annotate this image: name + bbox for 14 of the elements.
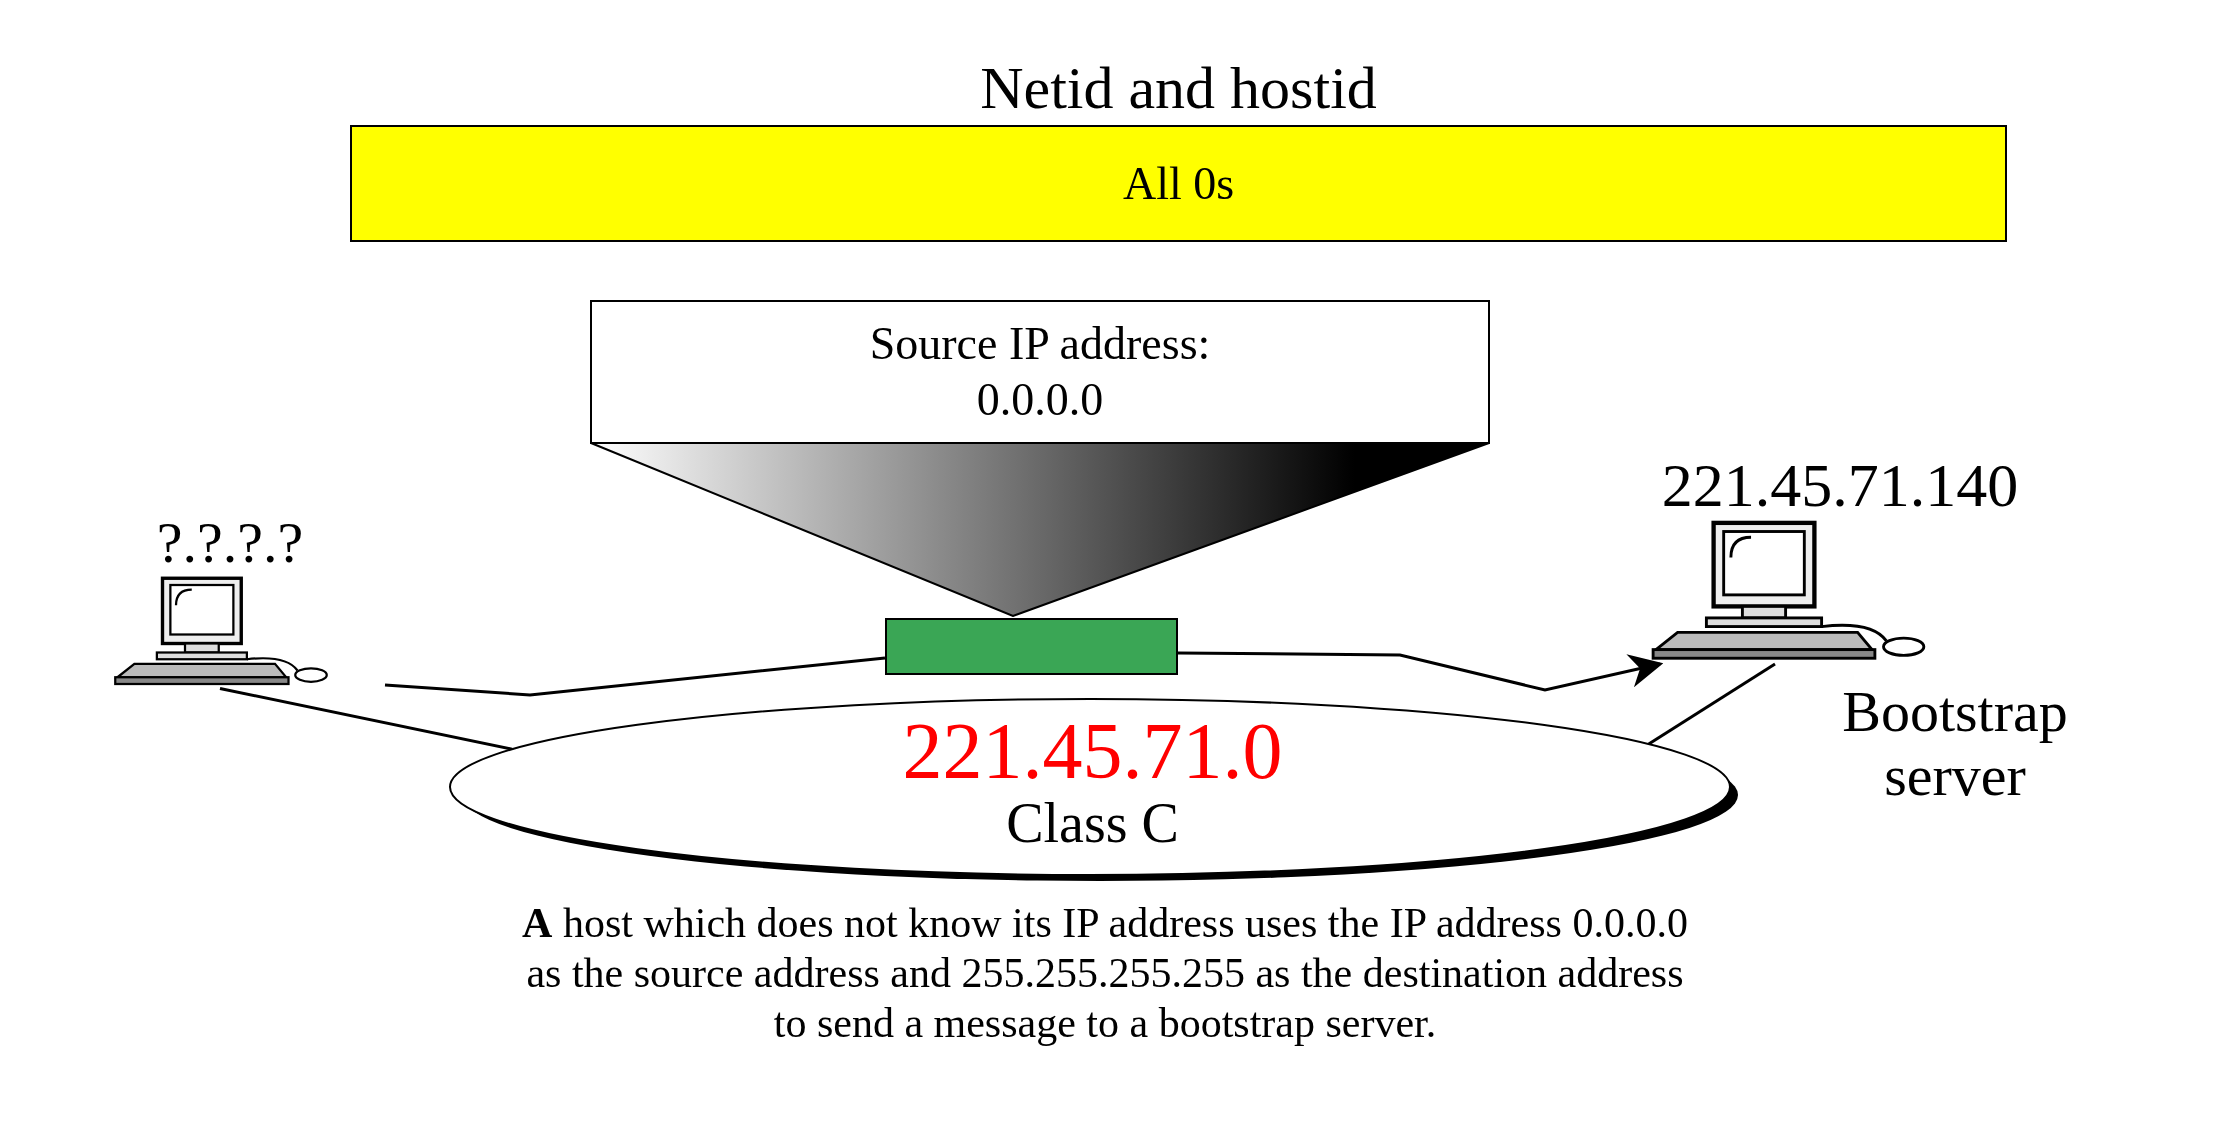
caption: A host which does not know its IP address uses the IP address 0.0.0.0 as the source address and 255.255.255.255 as the destination address to send a message to a bootstrap server. <box>521 899 1689 1048</box>
connector-line <box>219 687 513 751</box>
connector-line <box>1647 662 1776 746</box>
packet-bar <box>885 618 1178 675</box>
server-label: Bootstrap server <box>1841 680 2069 808</box>
class-label: Class C <box>1005 793 1180 853</box>
network-address: 221.45.71.0 <box>901 709 1284 793</box>
callout-text: Source IP address: 0.0.0.0 <box>868 317 1212 427</box>
connector-line <box>384 656 886 697</box>
bar-text: All 0s <box>1122 157 1235 210</box>
arrow <box>1178 651 1664 692</box>
bar-heading: Netid and hostid <box>979 55 1378 121</box>
address-label: ?.?.?.? <box>155 510 305 576</box>
address-label: 221.45.71.140 <box>1660 450 2020 520</box>
